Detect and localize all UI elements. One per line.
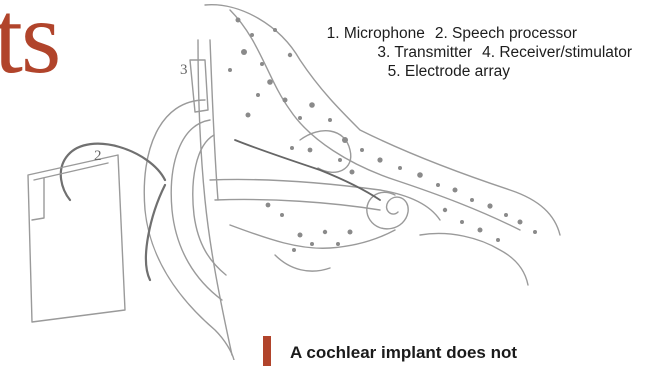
callout-text: A cochlear implant does not [290, 343, 517, 363]
legend-item-receiver-stimulator: 4. Receiver/stimulator [482, 44, 632, 61]
component-legend: 1. Microphone 2. Speech processor 3. Tran… [240, 24, 632, 81]
legend-item-microphone: 1. Microphone [327, 25, 425, 42]
legend-item-transmitter: 3. Transmitter [377, 44, 472, 61]
speech-processor [28, 155, 125, 322]
cochlea-spiral [367, 192, 408, 229]
transmitter-number-label: 3 [180, 62, 188, 78]
legend-item-speech-processor: 2. Speech processor [435, 25, 577, 42]
transmitter-cord [198, 40, 232, 355]
processor-number-label: 2 [94, 148, 102, 164]
pinna-outline [144, 100, 234, 360]
legend-item-electrode-array: 5. Electrode array [388, 63, 510, 80]
electrode-lead [235, 140, 380, 200]
callout-accent-bar [263, 336, 271, 366]
